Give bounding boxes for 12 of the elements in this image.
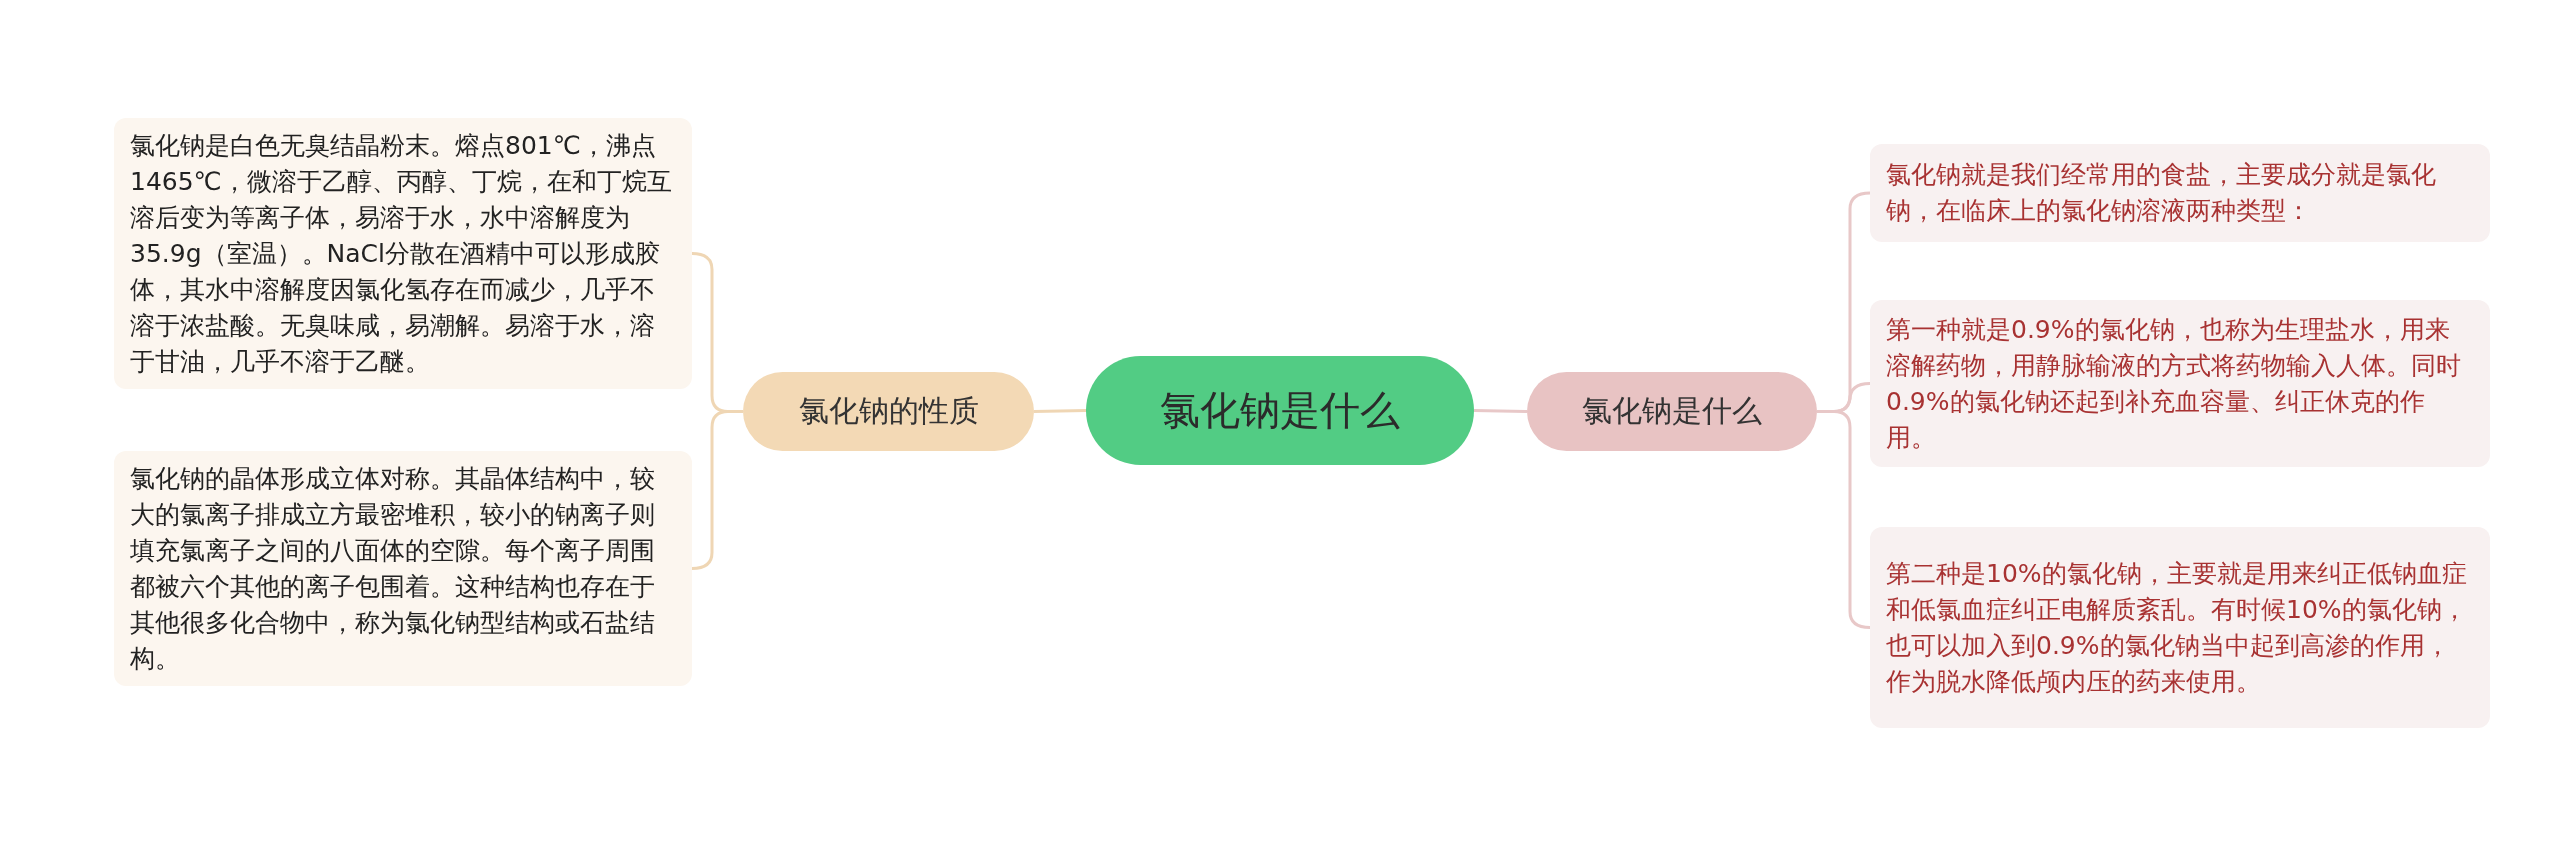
note-card: 第二种是10%的氯化钠，主要就是用来纠正低钠血症和低氯血症纠正电解质紊乱。有时候10%的氯化钠，也可以加入到0.9%的氯化钠当中起到高渗的作用，作为脱水降低颅内压的药来使用。 bbox=[1870, 527, 2490, 728]
connector-line bbox=[691, 410, 743, 570]
branch-topic: 氯化钠的性质 bbox=[743, 372, 1034, 451]
connector-line bbox=[1473, 409, 1528, 413]
connector-line bbox=[1817, 410, 1871, 629]
note-card: 氯化钠就是我们经常用的食盐，主要成分就是氯化钠，在临床上的氯化钠溶液两种类型： bbox=[1870, 144, 2490, 242]
connector-line bbox=[1033, 409, 1087, 413]
note-card: 氯化钠是白色无臭结晶粉末。熔点801℃，沸点1465℃，微溶于乙醇、丙醇、丁烷，在和丁烷互溶后变为等离子体，易溶于水，水中溶解度为35.9g（室温）。NaCl分散在酒精中可以形成胶体，其水中溶解度因氯化氢存在而减少，几乎不溶于浓盐酸。无臭味咸，易潮解。易溶于水，溶于甘油，几乎不溶于乙醚。 bbox=[114, 118, 692, 389]
branch-topic: 氯化钠是什么 bbox=[1527, 372, 1817, 451]
root-topic: 氯化钠是什么 bbox=[1086, 356, 1474, 465]
note-card: 第一种就是0.9%的氯化钠，也称为生理盐水，用来溶解药物，用静脉输液的方式将药物输入人体。同时0.9%的氯化钠还起到补充血容量、纠正休克的作用。 bbox=[1870, 300, 2490, 467]
note-card: 氯化钠的晶体形成立体对称。其晶体结构中，较大的氯离子排成立方最密堆积，较小的钠离子则填充氯离子之间的八面体的空隙。每个离子周围都被六个其他的离子包围着。这种结构也存在于其他很多化合物中，称为氯化钠型结构或石盐结构。 bbox=[114, 451, 692, 686]
